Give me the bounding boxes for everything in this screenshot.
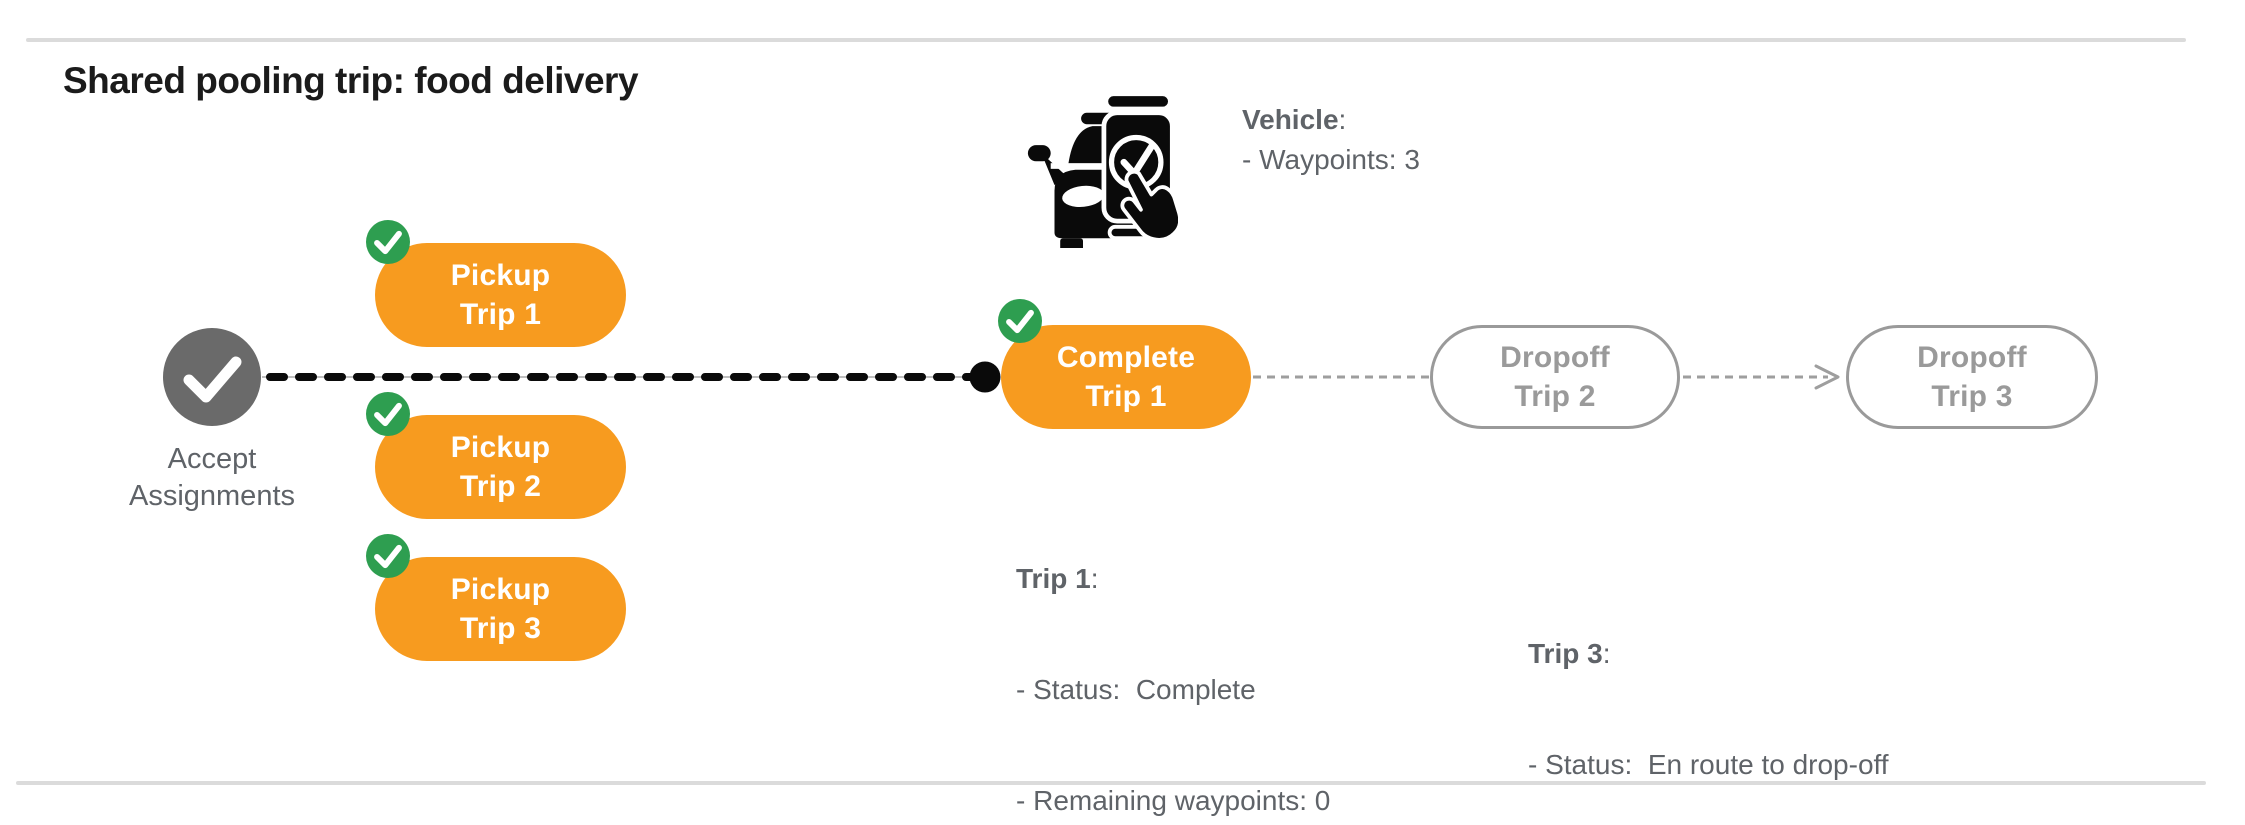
check-badge-icon	[998, 299, 1042, 343]
accept-assignments-node	[163, 328, 261, 426]
vehicle-waypoints: - Waypoints: 3	[1242, 144, 1420, 175]
top-divider	[26, 38, 2186, 42]
check-badge-icon	[366, 220, 410, 264]
node-dropoff-trip3: Dropoff Trip 3	[1846, 325, 2098, 429]
node-dropoff-trip2: Dropoff Trip 2	[1430, 325, 1680, 429]
trip1-heading: Trip 1:	[1016, 563, 1099, 594]
arrow-right-icon	[1814, 364, 1840, 390]
trip-status-block-2: Trip 3: - Status: En route to drop-off -…	[1528, 561, 1889, 825]
node-pickup-trip1: Pickup Trip 1	[375, 243, 626, 347]
trip3-status-line: - Status: En route to drop-off	[1528, 749, 1889, 780]
check-badge-icon	[366, 392, 410, 436]
check-circle-icon	[183, 356, 242, 403]
node-pickup-trip3: Pickup Trip 3	[375, 557, 626, 661]
trip1-status-line: - Status: Complete	[1016, 674, 1256, 705]
trip3-heading: Trip 3:	[1528, 638, 1611, 669]
car-phone-check-icon	[1027, 91, 1178, 248]
bottom-divider	[16, 781, 2206, 785]
vehicle-info: Vehicle: - Waypoints: 3	[1242, 100, 1420, 180]
page-title: Shared pooling trip: food delivery	[63, 60, 639, 101]
node-pickup-trip2: Pickup Trip 2	[375, 415, 626, 519]
trip1-waypoints-line: - Remaining waypoints: 0	[1016, 785, 1331, 816]
current-position-dot	[969, 361, 1001, 393]
vehicle-heading: Vehicle:	[1242, 104, 1347, 135]
node-complete-trip1: Complete Trip 1	[1001, 325, 1251, 429]
trip-status-block-1: Trip 1: - Status: Complete - Remaining w…	[1016, 486, 1377, 825]
check-badge-icon	[366, 534, 410, 578]
accept-assignments-label: Accept Assignments	[128, 443, 295, 512]
